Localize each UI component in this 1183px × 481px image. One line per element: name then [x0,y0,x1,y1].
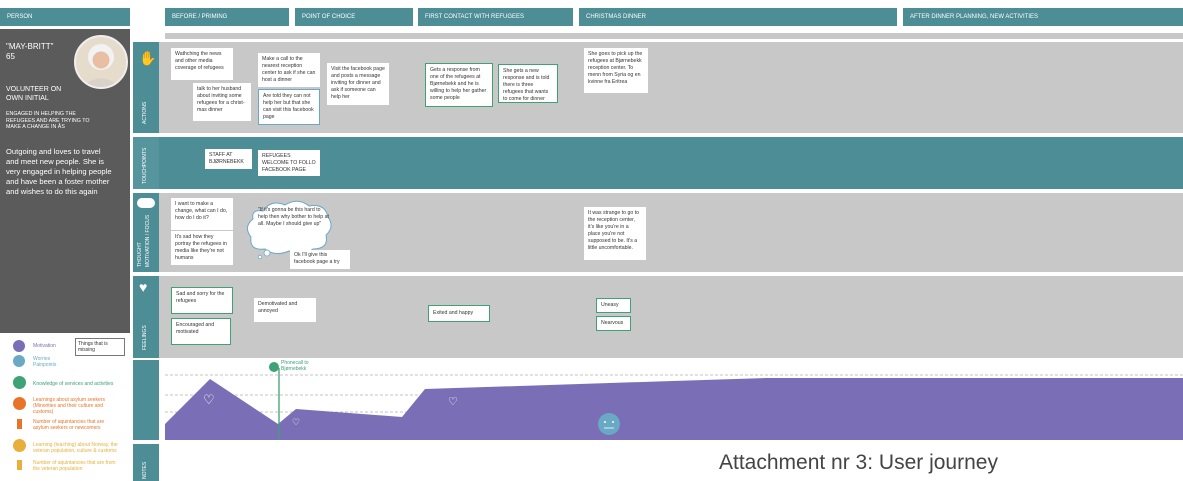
cloud-icon [137,198,155,208]
action-note-3: Make a call to the nearest reception cen… [258,53,320,87]
touchpoint-facebook: REFUGEES WELCOME TO FOLLO FACEBOOK PAGE [258,150,320,176]
thought-note-1: I want to make a change, what can I do, … [171,198,233,230]
action-note-6: Gets a response from one of the refugees… [425,63,493,107]
motivation-area [165,378,1183,440]
legend-acquaintances-veteran: Number of aquintancies that are from the… [33,460,116,472]
knowledge-icon [13,376,26,389]
feeling-note-2: Encouraged and motivated [171,318,231,345]
actions-label: ACTIONS [142,101,148,124]
thought-note-3: Ok I'll give this facebook page a try [290,250,350,269]
person-header: PERSON [0,8,130,26]
thought-note-2: It's sad how they portray the refugees i… [171,231,233,265]
attachment-caption: Attachment nr 3: User journey [719,451,998,474]
touchpoints-lane-header: TOUCHPOINTS [133,137,159,189]
person-icon [17,419,22,429]
notes-label: NOTES [142,461,148,479]
phase-header-5: AFTER DINNER PLANNING, NEW ACTIVITIES [903,8,1183,26]
thought-note-4: It was strange to go to the reception ce… [584,207,646,260]
action-note-2: talk to her husband about inviting some … [193,83,251,121]
touchpoint-staff: STAFF AT BJØRNEBEKK [205,149,252,169]
learning-norway-icon [13,439,26,452]
feeling-note-4: Exited and happy [428,305,490,322]
svg-text:♡: ♡ [448,395,458,408]
action-note-8: She goes to pick up the refugees at Bjør… [584,48,648,93]
person-veteran-icon [17,460,22,470]
touchpoints-label: TOUCHPOINTS [142,147,148,184]
thoughts-label-a: THOUGHT [137,242,143,267]
legend-worries: Worries Painpoints [33,356,57,368]
thought-cloud-text: "If it's gonna be this hard to help then… [258,207,329,227]
actions-lane-header: ✋ ACTIONS [133,42,159,133]
feeling-note-1: Sad and sorry for the refugees [171,287,233,314]
legend: Motivation Things that is missing Worrie… [0,333,130,481]
phase-divider-strip [165,33,1183,39]
feelings-label: FEELINGS [142,325,148,350]
persona-age: 65 [6,52,15,61]
legend-learning-norway: Learning (teaching) about Norway, the ve… [33,442,118,454]
persona-goal: ENGAGED IN HELPING THE REFUGEES AND ARE … [6,111,90,130]
timeline-marker-label: Phonecall to Bjørnebekk [281,360,309,372]
svg-text:♡: ♡ [292,418,300,428]
heart-icon: ♥ [139,279,148,295]
legend-motivation: Motivation [33,343,56,349]
persona-avatar [74,35,128,89]
phase-header-4: CHRISTMAS DINNER [579,8,897,26]
feeling-note-6: Nearvous [596,316,631,331]
svg-text:♡: ♡ [203,393,215,408]
thought-cloud-bubble [247,200,332,259]
legend-learnings: Learnings about asylum seekers (Minoriti… [33,397,105,415]
action-note-4: Are told they can not help her but that … [258,89,320,125]
motivation-icon [13,340,25,352]
thoughts-label-b: MOTIVATION / FOCUS [145,214,151,267]
phase-header-1: BEFORE / PRIMING [165,8,289,26]
legend-things-missing: Things that is missing [75,338,125,356]
action-note-1: Wathching the news and other media cover… [171,48,233,80]
persona-role: VOLUNTEER ON OWN INITIAL [6,86,62,102]
action-note-7: She gets a new response and is told ther… [498,64,558,103]
persona-description: Outgoing and loves to travel and meet ne… [6,147,112,196]
phase-header-3: FIRST CONTACT WITH REFUGEES [418,8,573,26]
persona-name: "MAY-BRITT" [6,42,54,51]
feeling-note-3: Demotivated and annoyed [254,298,316,322]
feelings-lane-header: ♥ FEELINGS [133,276,159,358]
notes-lane-header: NOTES [133,444,159,481]
legend-knowledge: Knowledge of services and activities [33,381,114,387]
legend-acquaintances-asylum: Number of aquintancies that are asylum s… [33,419,105,431]
worries-icon [13,355,25,367]
feeling-note-5: Uneasy [596,298,631,313]
thoughts-lane-header: THOUGHT MOTIVATION / FOCUS [133,193,159,272]
phase-header-2: POINT OF CHOICE [295,8,413,26]
learnings-icon [13,397,26,410]
action-note-5: Visit the facebook page and posts a mess… [327,63,389,105]
motivation-graph: ♡ ♡ ♡ [165,362,1183,440]
graph-lane-header [133,360,159,440]
hand-icon: ✋ [139,50,157,66]
